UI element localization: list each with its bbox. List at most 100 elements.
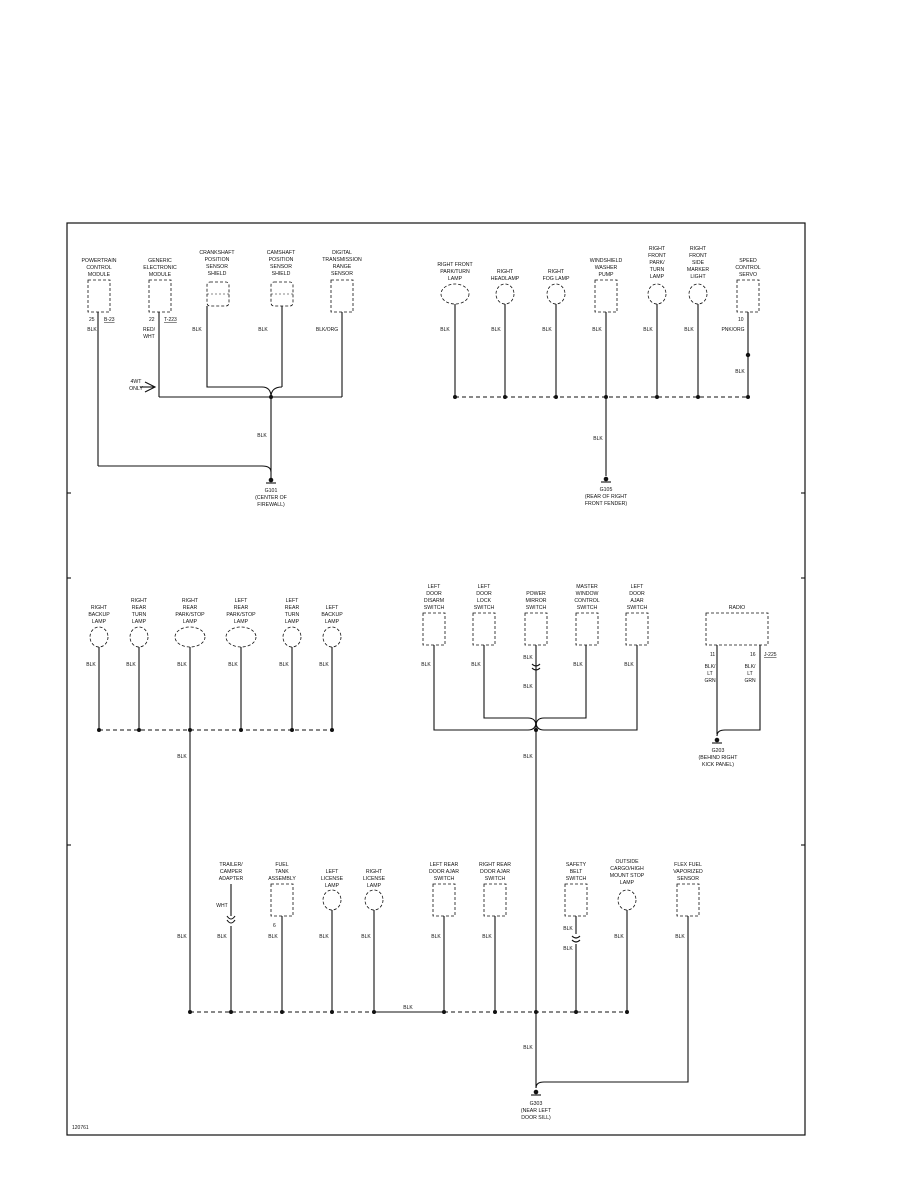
g303-splices [188,1010,629,1014]
svg-text:BLK: BLK [614,934,624,940]
svg-text:BLK: BLK [257,433,267,439]
svg-text:BLK: BLK [403,1005,413,1011]
svg-text:BLK: BLK [523,1045,533,1051]
svg-text:BLK: BLK [319,934,329,940]
rear-lamp-wires [98,647,333,1012]
svg-text:BLK: BLK [593,436,603,442]
svg-text:BLK: BLK [86,662,96,668]
svg-text:BLK/ORG: BLK/ORG [316,327,338,333]
svg-text:J-225: J-225 [764,652,777,658]
svg-text:BLK: BLK [491,327,501,333]
svg-text:BLK: BLK [268,934,278,940]
radio-wires [716,645,761,737]
svg-text:11: 11 [710,652,715,658]
svg-text:BLK: BLK [177,934,187,940]
svg-text:BLK: BLK [431,934,441,940]
door-switch-wires [433,645,638,1012]
rear-lamp-splices [97,728,334,732]
svg-text:BLK: BLK [440,327,450,333]
svg-text:BLK: BLK [624,662,634,668]
svg-text:BLK: BLK [675,934,685,940]
svg-text:BLK: BLK [421,662,431,668]
svg-text:BLK: BLK [573,662,583,668]
svg-text:BLK: BLK [279,662,289,668]
svg-text:T-223: T-223 [164,317,177,323]
svg-text:BLK: BLK [563,926,573,932]
svg-text:BLK: BLK [177,662,187,668]
svg-text:BLK: BLK [258,327,268,333]
svg-text:RADIO: RADIO [729,605,745,611]
svg-text:BLK: BLK [217,934,227,940]
diagram-id-code: 120761 [72,1125,89,1131]
g105-wires [454,304,749,476]
frame-ticks [67,492,805,846]
g101-wires [97,306,343,478]
svg-text:BLK: BLK [192,327,202,333]
svg-text:10: 10 [738,317,744,323]
svg-text:22: 22 [149,317,155,323]
svg-text:BLK: BLK [228,662,238,668]
g303-wires [230,910,689,1089]
svg-text:BLK: BLK [542,327,552,333]
svg-text:BLK: BLK [523,754,533,760]
